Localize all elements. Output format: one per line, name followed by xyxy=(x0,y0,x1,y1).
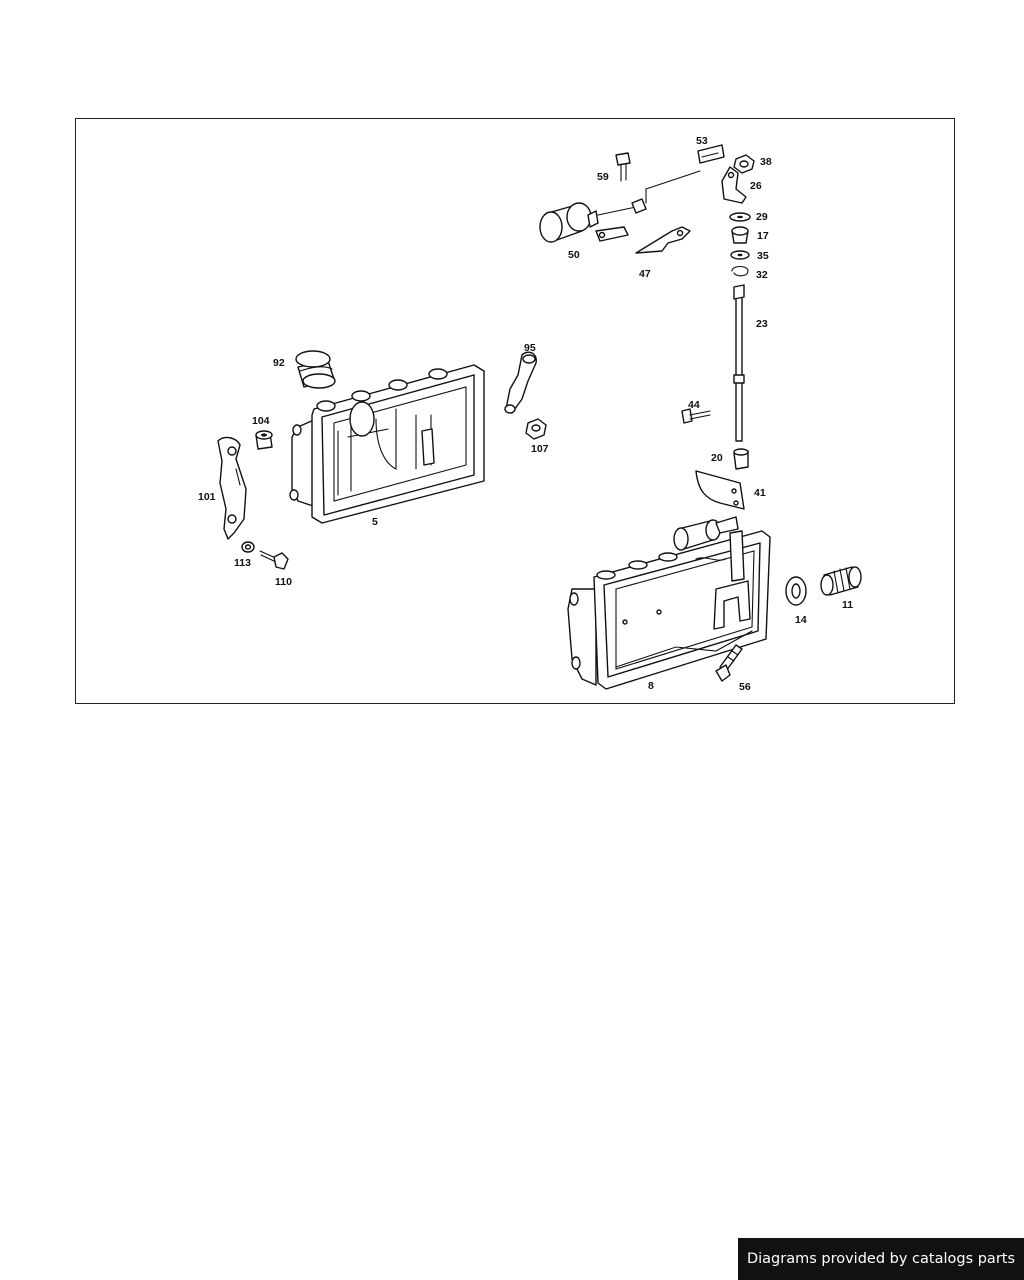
part-110-bolt xyxy=(259,550,289,570)
callout-107: 107 xyxy=(531,443,549,455)
callout-50: 50 xyxy=(568,249,580,261)
part-50-vacuum-unit xyxy=(539,198,647,243)
part-44-screw xyxy=(681,408,711,424)
part-20-bushing xyxy=(733,448,749,470)
callout-8: 8 xyxy=(648,680,654,692)
callout-113: 113 xyxy=(234,557,251,569)
callout-5: 5 xyxy=(372,516,378,528)
part-29-washer xyxy=(729,212,751,222)
part-53-linkage xyxy=(645,144,725,204)
callout-41: 41 xyxy=(754,487,766,499)
footer-text: Diagrams provided by catalogs parts xyxy=(746,1251,1016,1267)
part-38-nut xyxy=(733,154,755,174)
callout-53: 53 xyxy=(696,135,708,147)
callout-26: 26 xyxy=(750,180,762,192)
callout-95: 95 xyxy=(524,342,536,354)
part-95-clamp xyxy=(504,351,537,414)
part-107-nut xyxy=(525,418,547,440)
part-11-plug xyxy=(820,566,862,596)
callout-20: 20 xyxy=(711,452,723,464)
callout-44: 44 xyxy=(688,399,700,411)
callout-labels: 53 38 59 26 29 17 50 35 47 32 23 92 95 1… xyxy=(198,135,853,693)
part-17-bushing xyxy=(731,226,749,244)
exploded-parts-diagram: 53 38 59 26 29 17 50 35 47 32 23 92 95 1… xyxy=(75,118,955,704)
callout-23: 23 xyxy=(756,318,768,330)
callout-38: 38 xyxy=(760,156,772,168)
callout-59: 59 xyxy=(597,171,609,183)
part-5-housing xyxy=(289,364,485,524)
callout-110: 110 xyxy=(275,576,292,588)
callout-32: 32 xyxy=(756,269,768,281)
part-14-ring xyxy=(785,576,807,606)
callout-14: 14 xyxy=(795,614,807,626)
callout-101: 101 xyxy=(198,491,216,503)
part-47-lever xyxy=(635,226,691,254)
part-26-lever xyxy=(721,166,747,204)
part-8-valve-cylinder xyxy=(673,516,739,551)
part-8-housing xyxy=(567,530,771,690)
callout-56: 56 xyxy=(739,681,751,693)
callout-35: 35 xyxy=(757,250,769,262)
callout-29: 29 xyxy=(756,211,768,223)
part-92-sleeve xyxy=(295,350,336,389)
part-23-shaft xyxy=(733,284,745,442)
footer-banner: Diagrams provided by catalogs parts xyxy=(738,1238,1024,1280)
diagram-drawing: 53 38 59 26 29 17 50 35 47 32 23 92 95 1… xyxy=(198,135,862,693)
callout-104: 104 xyxy=(252,415,270,427)
part-56-pin xyxy=(715,644,743,682)
part-104-grommet xyxy=(255,430,273,450)
callout-47: 47 xyxy=(639,268,651,280)
part-41-plate xyxy=(695,470,745,510)
callout-92: 92 xyxy=(273,357,285,369)
callout-11: 11 xyxy=(842,599,853,611)
part-59-screw xyxy=(615,152,631,182)
callout-17: 17 xyxy=(757,230,769,242)
part-32-circlip xyxy=(731,265,749,277)
part-35-washer xyxy=(730,250,750,260)
part-113-washer xyxy=(241,541,255,553)
part-101-bracket xyxy=(217,436,247,540)
